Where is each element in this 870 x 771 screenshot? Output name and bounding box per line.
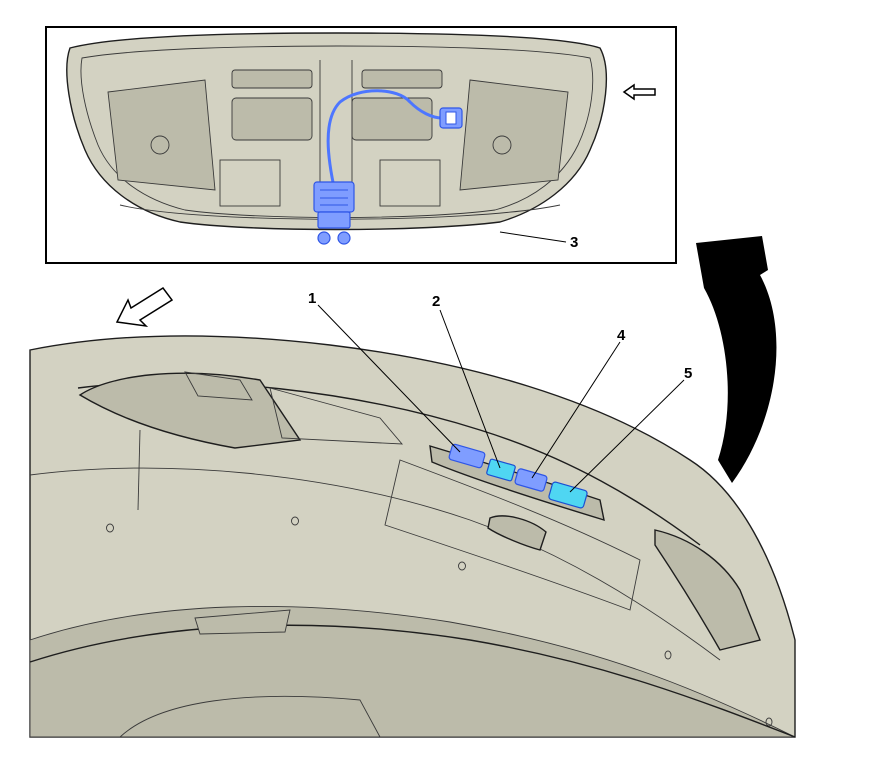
trunk-release-handle (487, 515, 547, 551)
left-tail-lamp (78, 372, 302, 449)
mounting-hole (291, 516, 299, 526)
inset-panel: 3 (45, 26, 677, 264)
lower-panel-left (219, 159, 281, 207)
left-lamp-inner (184, 371, 253, 401)
callout-4-leader (531, 341, 621, 479)
harness-connector-tip (445, 111, 457, 125)
callout-4-label: 4 (617, 327, 626, 344)
right-recess (459, 79, 569, 191)
license-recess (384, 459, 641, 611)
curved-rotation-arrow-icon (696, 236, 777, 483)
hollow-arrow-down-left-icon (115, 286, 174, 328)
component-4 (514, 468, 548, 492)
component-5 (548, 481, 588, 509)
hollow-arrow-left-icon (622, 83, 656, 101)
lower-structure (119, 695, 381, 738)
mounting-hole (765, 717, 773, 727)
callout-5-label: 5 (684, 365, 692, 382)
callouts: 1 2 4 5 (308, 290, 692, 493)
center-window-left (231, 97, 313, 141)
right-tail-lamp (654, 529, 761, 651)
callout-5-leader (569, 379, 685, 493)
latch-module-lower (317, 211, 351, 229)
mounting-hole (458, 561, 466, 571)
wiring-harness (326, 89, 443, 193)
callout-1-leader (317, 304, 461, 453)
left-pillar-line (137, 429, 141, 511)
latch-bolt-right (337, 231, 351, 245)
center-window-right (351, 97, 433, 141)
latch-bolt-left (317, 231, 331, 245)
latch-module (313, 181, 355, 213)
bumper-vent (194, 609, 291, 635)
bumper-line (29, 624, 796, 738)
component-2 (486, 458, 516, 482)
right-strut-mount (492, 135, 512, 155)
mounting-hole (106, 523, 114, 533)
callout-2-leader (439, 309, 501, 469)
callout-2-label: 2 (432, 293, 440, 310)
upper-window-left (231, 69, 313, 89)
left-recess (107, 79, 216, 191)
left-lamp-segment (269, 387, 404, 445)
callout-1-label: 1 (308, 290, 316, 307)
callout-3-leader (499, 231, 567, 243)
vehicle-rear-view (29, 335, 796, 738)
mounting-hole (664, 650, 672, 660)
lower-panel-right (379, 159, 441, 207)
latch-details (320, 189, 348, 206)
upper-window-right (361, 69, 443, 89)
left-strut-mount (150, 135, 170, 155)
callout-3-label: 3 (570, 234, 578, 251)
bumper-shadow (29, 605, 796, 738)
